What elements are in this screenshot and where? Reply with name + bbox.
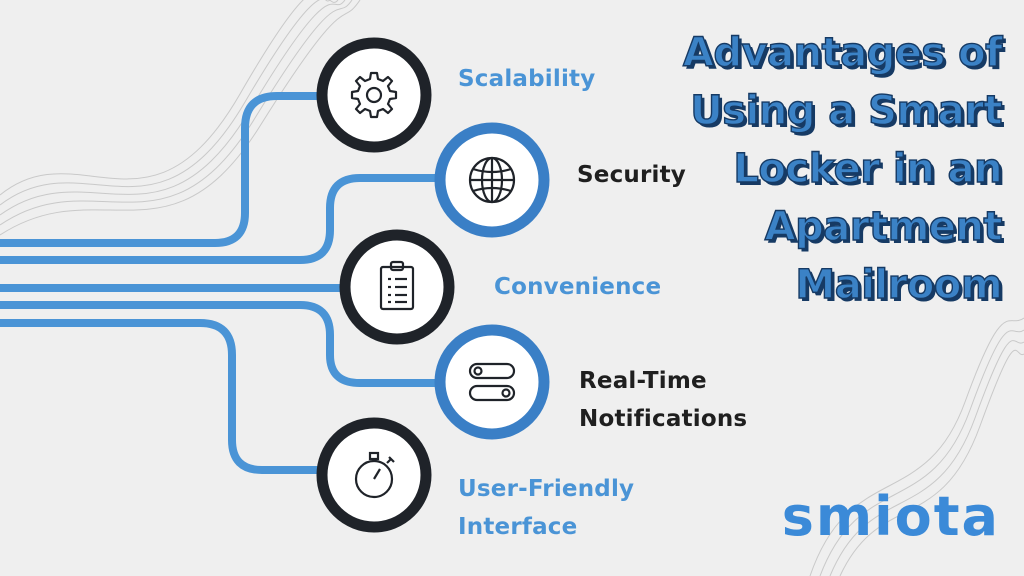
connector-line-security bbox=[0, 174, 444, 264]
label-line: Scalability bbox=[458, 66, 596, 92]
title-line: Advantages of bbox=[682, 29, 1003, 76]
label-line: Notifications bbox=[579, 406, 748, 432]
toggle-icon bbox=[468, 362, 516, 402]
title-line: Locker in an bbox=[733, 145, 1003, 192]
node-ring bbox=[434, 324, 550, 440]
node-ring bbox=[316, 417, 432, 533]
node-user-friendly bbox=[316, 417, 432, 533]
label-line: User-Friendly bbox=[458, 476, 635, 502]
connector-line-scalability bbox=[0, 92, 334, 247]
label-realtime-notifications: Real-Time Notifications bbox=[579, 362, 747, 438]
page-title: Advantages of Using a Smart Locker in an… bbox=[622, 24, 1004, 314]
globe-icon bbox=[468, 156, 516, 204]
node-convenience bbox=[339, 229, 455, 345]
connector-line-userfriendly bbox=[0, 319, 329, 474]
label-line: Convenience bbox=[494, 274, 662, 300]
gear-icon bbox=[350, 71, 398, 119]
connector-lines bbox=[0, 92, 444, 474]
label-security: Security bbox=[577, 156, 686, 194]
node-ring bbox=[316, 37, 432, 153]
node-scalability bbox=[316, 37, 432, 153]
label-user-friendly-interface: User-Friendly Interface bbox=[458, 470, 634, 546]
label-scalability: Scalability bbox=[458, 60, 595, 98]
label-line: Real-Time bbox=[579, 368, 707, 394]
title-line: Apartment bbox=[764, 203, 1003, 250]
node-security bbox=[434, 122, 550, 238]
label-line: Security bbox=[577, 162, 686, 188]
connector-line-realtime bbox=[0, 301, 444, 387]
title-line: Mailroom bbox=[795, 261, 1003, 308]
label-convenience: Convenience bbox=[494, 268, 661, 306]
brand-logo: smiota bbox=[781, 485, 1000, 548]
stopwatch-icon bbox=[354, 451, 395, 499]
title-line: Using a Smart bbox=[690, 87, 1004, 134]
feature-nodes bbox=[316, 37, 550, 533]
node-realtime-notifications bbox=[434, 324, 550, 440]
clipboard-icon bbox=[379, 260, 415, 311]
label-line: Interface bbox=[458, 514, 578, 540]
